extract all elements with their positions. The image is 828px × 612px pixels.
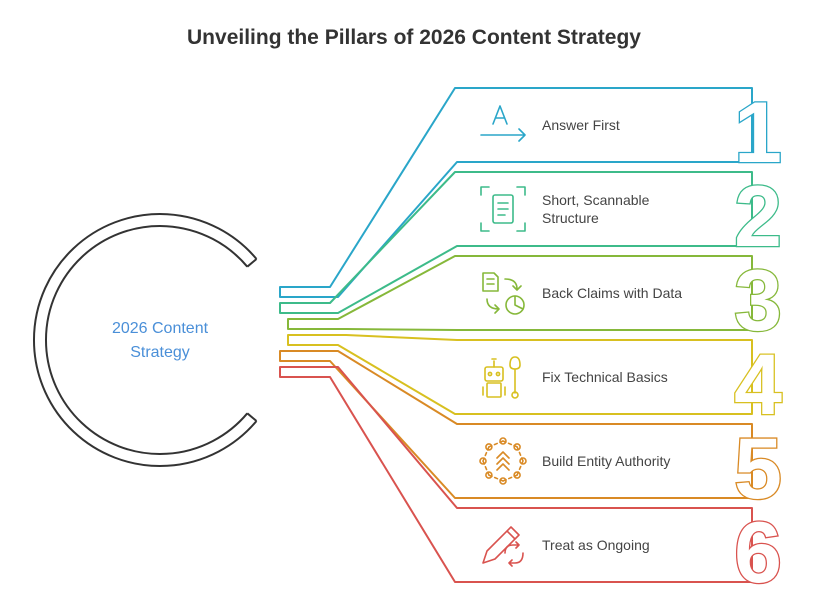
item-2-number: 2 [734, 169, 782, 265]
network-chevrons-icon [479, 437, 527, 485]
item-4-number: 4 [734, 337, 782, 433]
hub-label-line1: 2026 Content [112, 320, 209, 337]
item-3: Back Claims with Data 3 [482, 252, 783, 350]
item-5: Build Entity Authority 5 [479, 420, 783, 518]
item-6-label-line1: Treat as Ongoing [542, 537, 650, 553]
item-5-number: 5 [734, 421, 782, 517]
item-4-label-line1: Fix Technical Basics [542, 369, 668, 385]
robot-wrench-icon [482, 356, 521, 399]
ribbons-layer [279, 87, 753, 583]
document-scan-icon [480, 186, 526, 232]
item-3-number: 3 [734, 253, 782, 349]
item-1: Answer First 1 [480, 84, 783, 182]
item-5-label-line1: Build Entity Authority [542, 453, 670, 469]
document-chart-icon [482, 272, 525, 315]
ribbon-2 [279, 171, 753, 314]
hub-group: 2026 Content Strategy [32, 213, 258, 467]
hub-ring [32, 213, 258, 467]
hub-label-line2: Strategy [130, 344, 190, 361]
ribbon-1 [279, 87, 753, 298]
ribbon-5 [279, 350, 753, 499]
ribbon-6 [279, 366, 753, 583]
pencil-cycle-icon [482, 526, 524, 567]
item-2-label-line1: Short, Scannable [542, 192, 650, 208]
item-1-label-line1: Answer First [542, 117, 620, 133]
item-4: Fix Technical Basics 4 [482, 336, 783, 434]
font-arrow-icon [480, 105, 526, 142]
item-6-number: 6 [734, 505, 782, 601]
ribbon-3 [287, 255, 753, 331]
item-2-label-line2: Structure [542, 210, 599, 226]
ribbon-4 [287, 334, 753, 415]
diagram-title: Unveiling the Pillars of 2026 Content St… [187, 26, 641, 49]
item-1-number: 1 [734, 85, 782, 181]
item-3-label-line1: Back Claims with Data [542, 285, 682, 301]
item-6: Treat as Ongoing 6 [482, 504, 783, 602]
